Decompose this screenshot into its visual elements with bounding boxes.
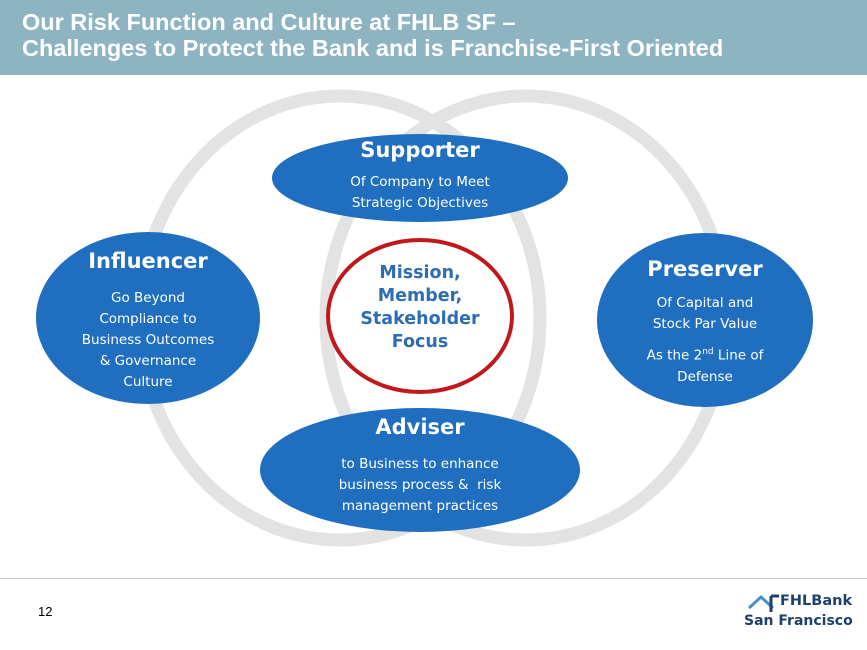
adviser-oval xyxy=(260,408,580,532)
supporter-body-line-2: Strategic Objectives xyxy=(351,195,489,211)
center-line-1: Mission, xyxy=(379,263,461,283)
preserver-body-line-4: Defense xyxy=(677,368,733,385)
adviser-body-line-1: to Business to enhance xyxy=(341,456,499,472)
preserver-body-line-1: Of Capital and xyxy=(656,295,754,311)
preserver-line-3-suffix: Line of xyxy=(713,347,764,364)
adviser-label-group: Adviser to Business to enhance business … xyxy=(290,414,550,517)
center-line-4: Focus xyxy=(391,332,449,352)
supporter-title: Supporter xyxy=(360,138,480,162)
footer-divider xyxy=(0,578,867,579)
page-number: 12 xyxy=(38,604,53,619)
influencer-body-line-1: Go Beyond xyxy=(111,290,185,306)
slide-title-line-1: Our Risk Function and Culture at FHLB SF… xyxy=(22,9,516,35)
house-roof-icon xyxy=(747,594,779,612)
influencer-title: Influencer xyxy=(88,249,208,273)
title-bar: Our Risk Function and Culture at FHLB SF… xyxy=(0,0,867,75)
slide-title-line-2: Challenges to Protect the Bank and is Fr… xyxy=(22,35,724,61)
preserver-body-line-3: As the 2nd Line of xyxy=(605,342,805,367)
center-line-3: Stakeholder xyxy=(360,309,480,329)
influencer-body-line-3: Business Outcomes xyxy=(81,332,215,348)
preserver-label-group: Preserver Of Capital and Stock Par Value… xyxy=(605,256,805,388)
preserver-body-line-2: Stock Par Value xyxy=(652,316,758,332)
supporter-oval xyxy=(272,134,568,222)
logo-text-fhlbank: FHLBank xyxy=(780,593,853,609)
preserver-oval xyxy=(597,233,813,407)
adviser-body-line-3: management practices xyxy=(341,498,499,514)
preserver-title: Preserver xyxy=(647,257,763,281)
influencer-body-line-4: & Governance xyxy=(99,353,197,369)
risk-culture-diagram xyxy=(36,89,813,547)
logo-text-san-francisco: San Francisco xyxy=(744,613,853,629)
adviser-body-line-2: business process & risk xyxy=(338,477,502,493)
supporter-label-group: Supporter Of Company to Meet Strategic O… xyxy=(300,137,540,214)
influencer-body-line-2: Compliance to xyxy=(99,311,197,327)
influencer-oval xyxy=(36,232,260,404)
center-focus-ring xyxy=(326,238,514,394)
preserver-line-3-superscript: nd xyxy=(702,347,714,357)
center-line-2: Member, xyxy=(377,286,463,306)
influencer-label-group: Influencer Go Beyond Compliance to Busin… xyxy=(48,248,248,393)
preserver-line-3-prefix: As the 2 xyxy=(646,347,703,364)
center-focus-text: Mission, Member, Stakeholder Focus xyxy=(340,262,500,354)
influencer-body-line-5: Culture xyxy=(123,374,173,390)
supporter-body-line-1: Of Company to Meet xyxy=(350,174,490,190)
fhlbank-logo: FHLBank San Francisco xyxy=(744,592,859,636)
adviser-title: Adviser xyxy=(375,415,465,439)
